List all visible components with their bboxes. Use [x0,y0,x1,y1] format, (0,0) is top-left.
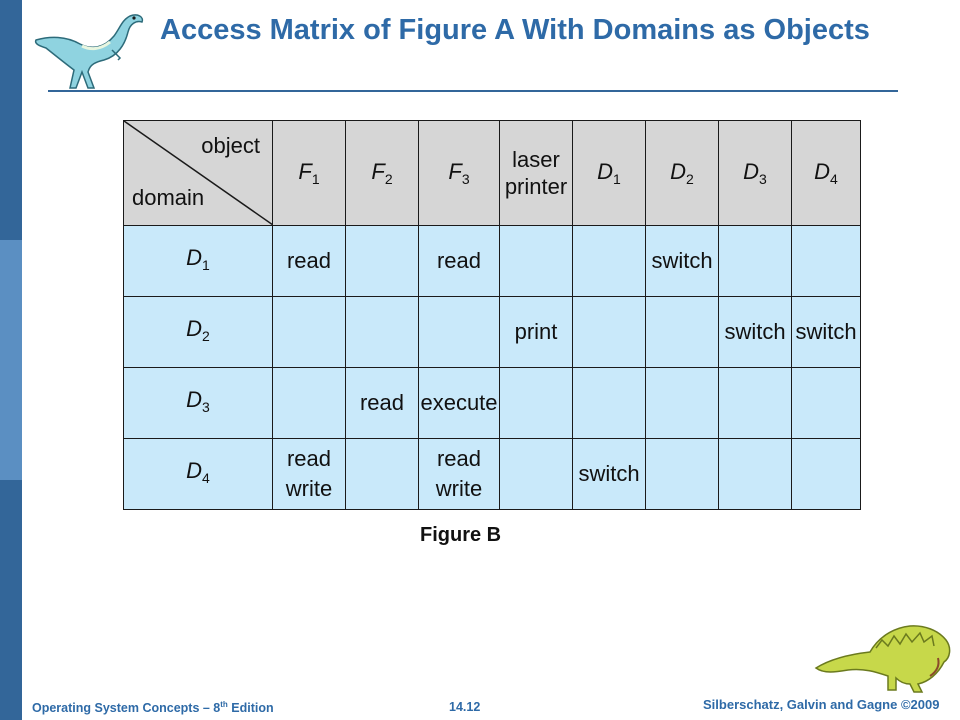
row-header-subscript: 4 [202,469,210,486]
row-header-base: D [186,244,203,270]
matrix-cell [418,296,500,368]
footer-edition-text: Edition [227,701,274,716]
cell-line: read [436,446,482,471]
title-divider [48,90,898,92]
matrix-cell [572,367,646,439]
footer-page-number: 14.12 [449,700,481,714]
row-header-d1: D1 [123,225,273,297]
dinosaur-logo-bottom-icon [814,625,951,693]
row-header-base: D [186,386,203,412]
matrix-cell [718,367,792,439]
matrix-cell: read write [418,438,500,510]
column-header-base: F [448,159,462,184]
matrix-corner-cell: object domain [123,120,273,226]
footer-book-text: Operating System Concepts – 8 [32,701,221,716]
matrix-cell [572,225,646,297]
matrix-row-d1: D1 read read switch [123,225,861,297]
row-header-d2: D2 [123,296,273,368]
column-header-line: printer [504,174,568,199]
matrix-cell [645,438,719,510]
matrix-cell: read [272,225,346,297]
cell-line: write [435,476,483,501]
column-header-d4: D4 [791,120,861,226]
column-header-base: D [743,159,760,184]
column-header-f3: F3 [418,120,500,226]
column-header-f2: F2 [345,120,419,226]
corner-diagonal-line [124,121,273,225]
matrix-cell [345,225,419,297]
matrix-cell: execute [418,367,500,439]
dinosaur-logo-top-icon [34,14,144,89]
row-header-subscript: 2 [202,327,210,344]
matrix-cell [499,438,573,510]
row-header-base: D [186,315,203,341]
matrix-cell [572,296,646,368]
left-accent-bar [0,0,22,720]
matrix-cell [791,438,861,510]
corner-domain-label: domain [132,185,205,210]
matrix-cell: switch [718,296,792,368]
matrix-cell [791,225,861,297]
column-header-base: F [298,159,312,184]
column-header-line: laser [512,147,560,172]
column-header-subscript: 2 [686,171,694,187]
corner-object-label: object [201,133,260,158]
column-header-base: D [814,159,831,184]
matrix-cell [645,296,719,368]
column-header-d1: D1 [572,120,646,226]
matrix-cell [645,367,719,439]
matrix-cell: read write [272,438,346,510]
column-header-subscript: 2 [384,171,393,187]
matrix-cell [499,225,573,297]
column-header-base: D [670,159,687,184]
matrix-cell: switch [572,438,646,510]
matrix-cell [272,296,346,368]
matrix-cell: switch [791,296,861,368]
matrix-cell: read [345,367,419,439]
column-header-d2: D2 [645,120,719,226]
column-header-subscript: 3 [461,171,470,187]
footer-book-sup: th [220,700,228,709]
matrix-cell [499,367,573,439]
cell-line: write [285,476,333,501]
column-header-subscript: 4 [830,171,838,187]
column-header-subscript: 1 [311,171,320,187]
matrix-cell [272,367,346,439]
row-header-subscript: 1 [202,256,210,273]
figure-caption: Figure B [420,524,502,546]
matrix-cell [791,367,861,439]
column-header-subscript: 3 [759,171,767,187]
matrix-cell: switch [645,225,719,297]
row-header-d4: D4 [123,438,273,510]
matrix-cell: print [499,296,573,368]
column-header-base: D [597,159,614,184]
matrix-cell: read [418,225,500,297]
row-header-subscript: 3 [202,398,210,415]
matrix-cell [718,438,792,510]
footer-book-title: Operating System Concepts – 8th Edition [32,700,274,715]
column-header-d3: D3 [718,120,792,226]
cell-line: read [286,446,332,471]
column-header-base: F [371,159,385,184]
matrix-row-d3: D3 read execute [123,367,861,439]
footer-copyright: Silberschatz, Galvin and Gagne ©2009 [703,697,940,712]
matrix-row-d2: D2 print switch switch [123,296,861,368]
matrix-row-d4: D4 read write read write switch [123,438,861,510]
row-header-base: D [186,457,203,483]
slide-title: Access Matrix of Figure A With Domains a… [160,14,870,46]
matrix-cell [718,225,792,297]
column-header-subscript: 1 [613,171,621,187]
left-accent-bar-highlight [0,240,22,480]
matrix-cell [345,438,419,510]
row-header-d3: D3 [123,367,273,439]
matrix-cell [345,296,419,368]
column-header-f1: F1 [272,120,346,226]
